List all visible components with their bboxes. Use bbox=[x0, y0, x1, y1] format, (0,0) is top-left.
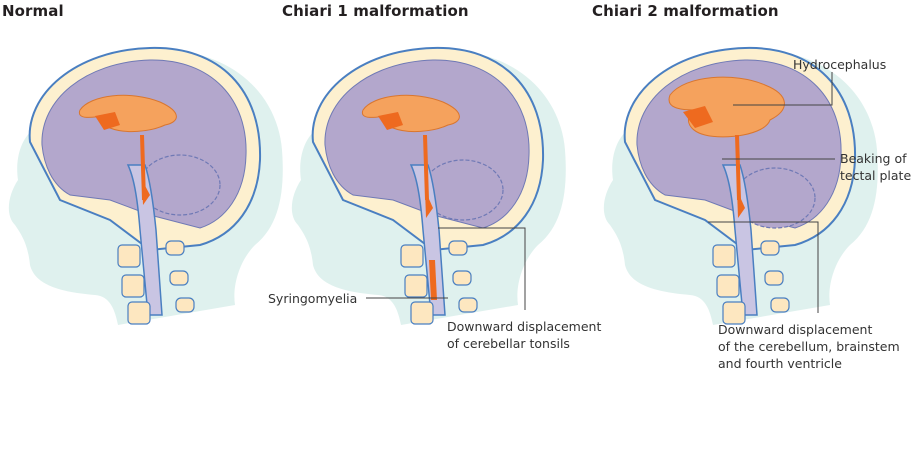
fourth-ventricle bbox=[737, 190, 745, 218]
third-ventricle bbox=[95, 112, 120, 130]
label-chiari1-displacement: Downward displacement of cerebellar tons… bbox=[447, 318, 601, 352]
vertebra-spinous-process bbox=[452, 270, 472, 286]
illustration-normal bbox=[8, 46, 283, 325]
vertebra-spinous-process bbox=[770, 297, 790, 313]
label-beaking: Beaking of tectal plate bbox=[840, 150, 911, 184]
label-line: Beaking of bbox=[840, 151, 907, 166]
third-ventricle bbox=[378, 112, 403, 130]
third-ventricle bbox=[683, 106, 713, 128]
vertebra-spinous-process bbox=[169, 270, 189, 286]
label-chiari2-displacement: Downward displacement of the cerebellum,… bbox=[718, 321, 900, 372]
illustration-chiari-2 bbox=[603, 46, 878, 325]
vertebra-body bbox=[400, 244, 424, 268]
vertebra-body bbox=[117, 244, 141, 268]
label-line: Downward displacement bbox=[447, 319, 602, 334]
label-line: and fourth ventricle bbox=[718, 356, 842, 371]
label-line: of the cerebellum, brainstem bbox=[718, 339, 900, 354]
fourth-ventricle bbox=[425, 190, 433, 218]
cerebral-aqueduct bbox=[423, 135, 429, 200]
vertebra-body bbox=[712, 244, 736, 268]
vertebra-spinous-process bbox=[760, 240, 780, 256]
vertebra-spinous-process bbox=[448, 240, 468, 256]
spinal-cord bbox=[126, 164, 163, 316]
vertebra-body bbox=[127, 301, 151, 325]
vertebra-body bbox=[410, 301, 434, 325]
panel-title-normal: Normal bbox=[2, 2, 64, 20]
illustration-chiari-1 bbox=[291, 46, 566, 325]
label-line: tectal plate bbox=[840, 168, 912, 183]
cerebral-aqueduct bbox=[140, 135, 146, 200]
label-line: Downward displacement bbox=[718, 322, 873, 337]
panel-title-chiari-2: Chiari 2 malformation bbox=[592, 2, 779, 20]
label-line: of cerebellar tonsils bbox=[447, 336, 570, 351]
vertebra-spinous-process bbox=[458, 297, 478, 313]
vertebra-body bbox=[404, 274, 428, 298]
vertebra-spinous-process bbox=[175, 297, 195, 313]
vertebra-spinous-process bbox=[165, 240, 185, 256]
label-hydrocephalus: Hydrocephalus bbox=[793, 57, 887, 72]
vertebra-body bbox=[716, 274, 740, 298]
panel-title-chiari-1: Chiari 1 malformation bbox=[282, 2, 469, 20]
spinal-cord bbox=[409, 164, 446, 316]
cerebral-aqueduct bbox=[735, 135, 741, 200]
vertebra-spinous-process bbox=[764, 270, 784, 286]
fourth-ventricle bbox=[142, 180, 150, 205]
vertebra-body bbox=[121, 274, 145, 298]
syrinx bbox=[429, 260, 437, 300]
label-syringomyelia: Syringomyelia bbox=[268, 291, 358, 306]
